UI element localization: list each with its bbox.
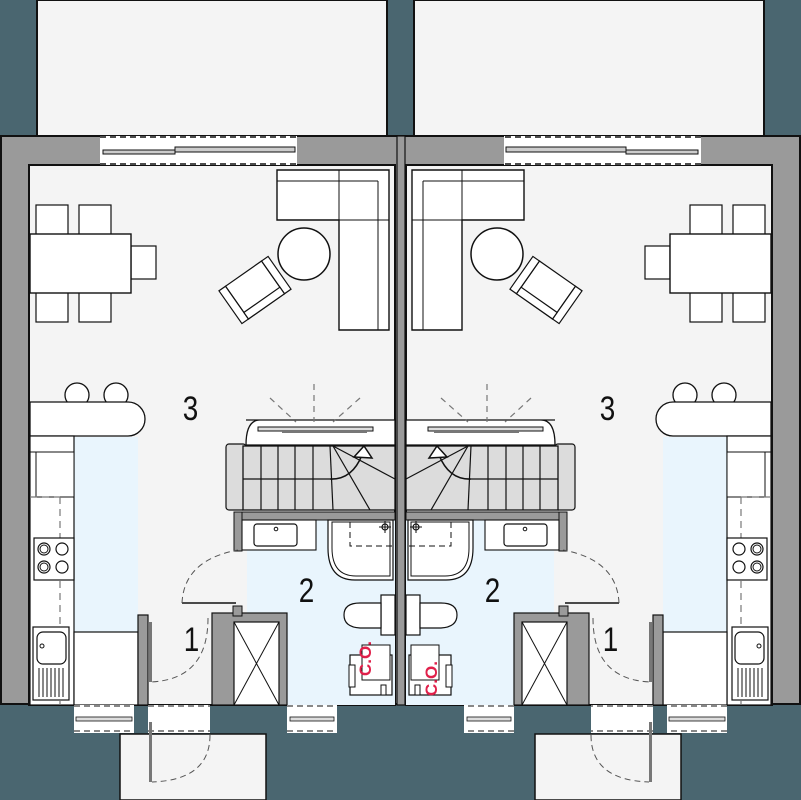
room-label-2-left: 2 (298, 572, 315, 610)
room-label-1-left: 1 (183, 621, 200, 659)
left-unit (0, 0, 402, 800)
room-label-2-right: 2 (484, 572, 501, 610)
room-label-3-left: 3 (182, 390, 199, 428)
boiler-label-left: C.O. (356, 641, 375, 676)
party-wall (396, 135, 406, 706)
room-label-1-right: 1 (602, 621, 619, 659)
boiler-label-right: C.O. (422, 661, 441, 696)
room-label-3-right: 3 (599, 390, 616, 428)
